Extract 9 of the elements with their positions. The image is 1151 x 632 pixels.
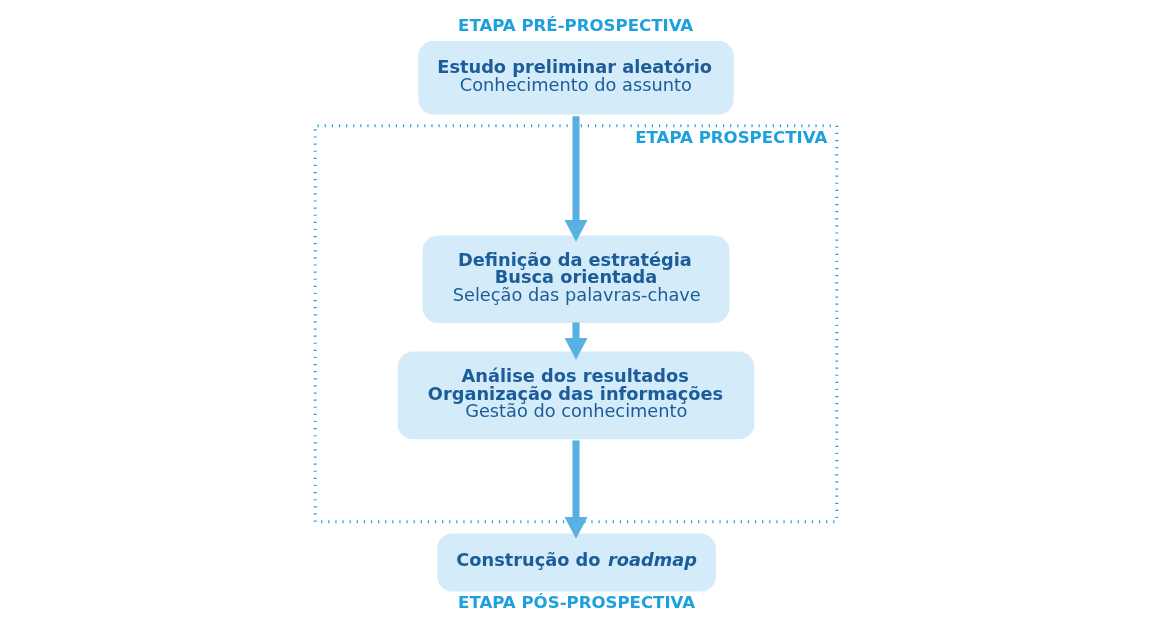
- node-box: Estudo preliminar aleatório Conhecimento do assunto: [417, 41, 734, 115]
- node-box: Análise dos resultados Organização das informações Gestão do conhecimento: [397, 351, 754, 440]
- node-box: Definição da estratégia Busca orientada Seleção das palavras-chave: [422, 235, 729, 324]
- node-box: Construção do roadmap: [436, 533, 716, 592]
- arrow: [564, 322, 587, 360]
- arrow: [564, 116, 587, 242]
- arrow: [564, 440, 587, 539]
- node-label: ETAPA PÓS-PROSPECTIVA: [457, 593, 695, 613]
- node-label: ETAPA PRÉ-PROSPECTIVA: [457, 15, 693, 35]
